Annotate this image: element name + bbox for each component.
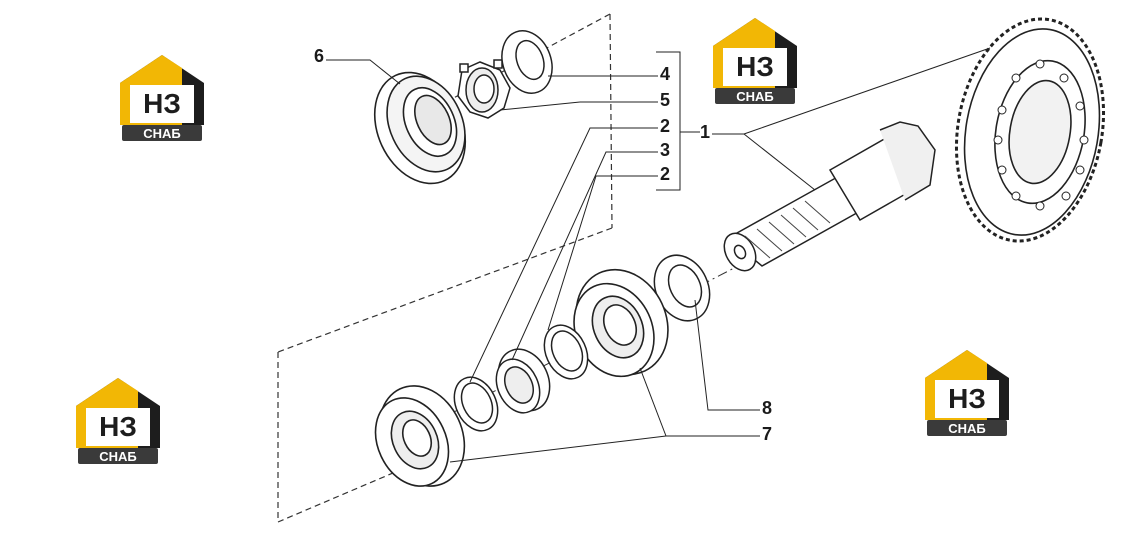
logo-letters: НЗ bbox=[143, 88, 181, 119]
callout-6: 6 bbox=[314, 46, 324, 66]
logo-caption: СНАБ bbox=[948, 421, 986, 436]
part-7-bearing-front bbox=[573, 268, 669, 378]
part-1-ring-gear bbox=[954, 17, 1106, 243]
callout-2-lower: 2 bbox=[660, 164, 670, 184]
watermark-logo-bottom-left: НЗ СНАБ bbox=[76, 378, 160, 464]
housing-outline bbox=[277, 13, 613, 523]
part-6-bearing-cup bbox=[373, 71, 467, 185]
ring-gear-bolt-holes bbox=[993, 59, 1089, 211]
callout-7: 7 bbox=[762, 424, 772, 444]
part-5-lock-nut bbox=[457, 59, 511, 119]
callout-1: 1 bbox=[700, 122, 710, 142]
pinion-splines bbox=[744, 200, 831, 259]
part-2-snap-ring-upper bbox=[543, 324, 589, 380]
part-7-bearing-rear bbox=[374, 385, 466, 487]
callout-2-upper: 2 bbox=[660, 116, 670, 136]
part-4-washer bbox=[501, 30, 553, 94]
part-3-spacer bbox=[495, 348, 551, 414]
leader-lines bbox=[326, 47, 991, 463]
logo-letters: НЗ bbox=[948, 383, 986, 414]
watermark-logo-top-left: НЗ СНАБ bbox=[120, 55, 204, 141]
watermark-logo-bottom-right: НЗ СНАБ bbox=[925, 350, 1009, 436]
logo-caption: СНАБ bbox=[99, 449, 137, 464]
part-1-pinion-shaft bbox=[723, 121, 936, 272]
callout-4: 4 bbox=[660, 64, 670, 84]
logo-letters: НЗ bbox=[736, 51, 774, 82]
callout-3: 3 bbox=[660, 140, 670, 160]
logo-letters: НЗ bbox=[99, 411, 137, 442]
part-2-snap-ring-lower bbox=[453, 376, 499, 432]
watermark-logo-top-center: НЗ СНАБ bbox=[713, 18, 797, 104]
logo-caption: СНАБ bbox=[143, 126, 181, 141]
callout-8: 8 bbox=[762, 398, 772, 418]
callout-5: 5 bbox=[660, 90, 670, 110]
logo-caption: СНАБ bbox=[736, 89, 774, 104]
